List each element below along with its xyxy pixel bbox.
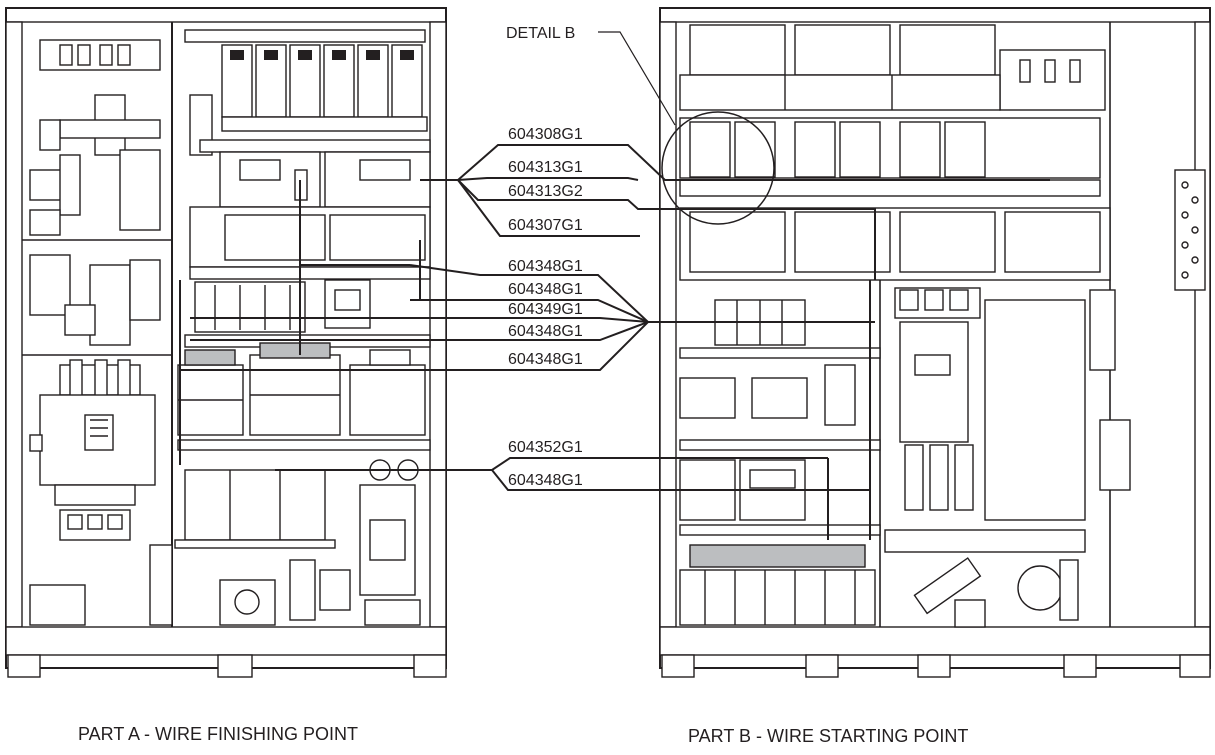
part-label-5: 604348G1 [508,258,583,275]
caption-part-b: PART B - WIRE STARTING POINT [688,726,968,746]
part-label-11: 604348G1 [508,472,583,489]
part-label-4: 604307G1 [508,217,583,234]
wire-routes [179,144,1050,540]
caption-part-a: PART A - WIRE FINISHING POINT [78,724,358,744]
part-label-8: 604348G1 [508,323,583,340]
part-label-3: 604313G2 [508,183,583,200]
part-label-7: 604349G1 [508,301,583,318]
detail-b-label: DETAIL B [506,25,575,42]
part-label-1: 604308G1 [508,126,583,143]
part-label-2: 604313G1 [508,159,583,176]
cabinet-part-b [659,7,1211,678]
part-number-labels: 604308G1 604313G1 604313G2 604307G1 6043… [508,126,583,489]
part-label-10: 604352G1 [508,439,583,456]
part-label-9: 604348G1 [508,351,583,368]
detail-b-callout: DETAIL B [506,25,775,225]
drive-modules-b [689,121,986,178]
part-label-6: 604348G1 [508,281,583,298]
cabinet-part-a [5,7,447,678]
breaker-row-a [221,44,423,118]
